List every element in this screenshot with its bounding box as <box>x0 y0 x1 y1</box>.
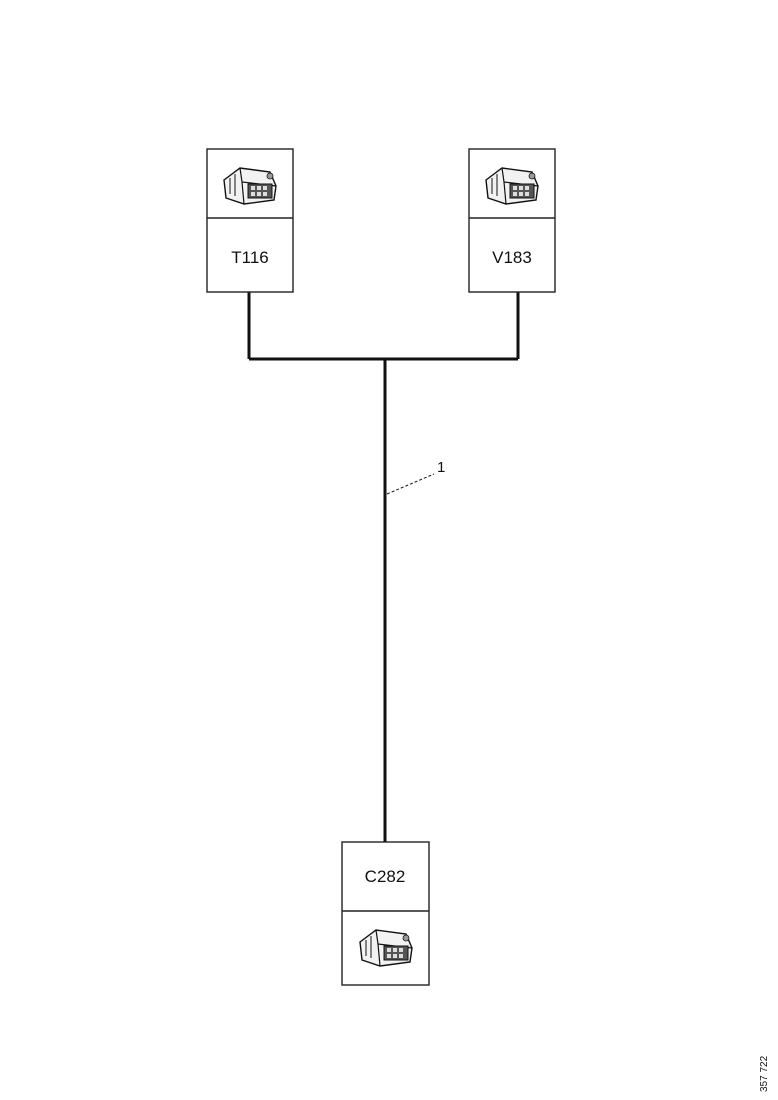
connector-v183[interactable]: V183 <box>468 148 556 293</box>
callout-label: 1 <box>437 459 445 476</box>
harness-wires <box>247 291 520 842</box>
connector-label: T116 <box>231 248 269 267</box>
harness-callout: 1 <box>386 459 445 495</box>
connector-box-border <box>468 148 556 293</box>
connector-t116[interactable]: T116 <box>206 148 294 293</box>
connector-plug-icon <box>359 929 413 967</box>
callout-leader-line <box>386 473 435 495</box>
connector-label: V183 <box>492 248 532 267</box>
connector-plug-icon <box>485 167 539 205</box>
connector-c282[interactable]: C282 <box>341 841 430 986</box>
connector-plug-icon <box>223 167 277 205</box>
connector-label: C282 <box>365 867 406 886</box>
reference-number: 357 722 <box>759 1055 770 1092</box>
